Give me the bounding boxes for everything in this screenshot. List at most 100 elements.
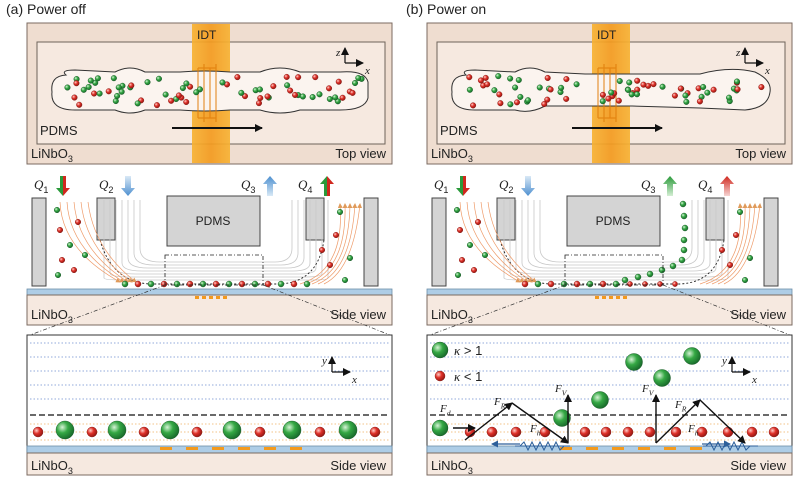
streamline xyxy=(533,200,699,266)
large-particle xyxy=(144,79,151,86)
zoom-region xyxy=(564,254,664,286)
small-particle xyxy=(314,426,326,438)
force-fr-label: FR xyxy=(674,399,687,413)
small-particle xyxy=(547,280,555,288)
large-particle xyxy=(682,92,689,99)
large-particle xyxy=(726,94,733,101)
small-particle xyxy=(183,98,190,105)
flow-line xyxy=(473,201,529,283)
small-particle xyxy=(257,95,264,102)
axis-y-label: y xyxy=(721,355,727,367)
pdms-label: PDMS xyxy=(440,123,478,138)
pdms-center-block xyxy=(166,195,261,247)
small-particle xyxy=(496,91,503,98)
small-particle xyxy=(746,426,758,438)
small-particle xyxy=(482,74,489,81)
legend-large: κ > 1 xyxy=(454,343,482,358)
large-particle xyxy=(251,280,259,288)
idt-electrode xyxy=(664,447,676,450)
large-particle xyxy=(337,208,344,215)
small-particle xyxy=(541,101,548,108)
large-particle xyxy=(85,84,92,91)
small-particle xyxy=(600,426,612,438)
axis-x-label: x xyxy=(751,374,757,386)
substrate-label: LiNbO3 xyxy=(431,458,473,476)
large-particle xyxy=(512,84,519,91)
outer-wall-right xyxy=(763,197,779,287)
large-particle xyxy=(81,251,88,258)
small-particle xyxy=(76,101,83,108)
streamline xyxy=(127,200,305,269)
flow-line xyxy=(299,203,343,285)
large-particle xyxy=(626,79,633,86)
view-label: Side view xyxy=(730,458,786,473)
large-particle xyxy=(332,94,339,101)
inner-wall-right xyxy=(305,197,325,241)
small-particle xyxy=(175,92,182,99)
small-particle xyxy=(335,78,342,85)
small-particle xyxy=(234,74,241,81)
small-particle xyxy=(497,100,504,107)
small-particle xyxy=(326,85,333,92)
idt-electrode xyxy=(612,447,624,450)
large-particle xyxy=(608,89,615,96)
flow-line xyxy=(699,203,743,285)
large-particle xyxy=(616,78,623,85)
outlet-flow-arrow xyxy=(663,176,677,196)
force-fh-label: Fh xyxy=(529,423,541,437)
large-particle xyxy=(147,280,155,288)
large-particle xyxy=(55,420,75,440)
large-particle xyxy=(634,91,641,98)
large-particle xyxy=(96,90,103,97)
large-particle xyxy=(173,280,181,288)
small-particle xyxy=(134,280,142,288)
small-particle xyxy=(734,86,741,93)
side-view: Q1Q2Q3Q4PDMSLiNbO3Side view xyxy=(26,176,393,336)
small-particle xyxy=(677,85,684,92)
large-particle xyxy=(162,91,169,98)
outlet-flow-arrow xyxy=(56,176,70,196)
large-particle xyxy=(183,80,190,87)
view-label: Top view xyxy=(735,146,786,161)
substrate-layer xyxy=(26,288,393,296)
small-particle xyxy=(73,80,80,87)
force-fr-label: FR xyxy=(493,396,506,410)
flow-line xyxy=(73,201,129,283)
small-particle xyxy=(486,426,498,438)
small-particle xyxy=(513,99,520,106)
large-particle xyxy=(64,84,71,91)
idt-label: IDT xyxy=(197,28,217,42)
small-particle xyxy=(191,426,203,438)
large-particle xyxy=(219,79,226,86)
large-particle xyxy=(659,83,666,90)
small-particle xyxy=(290,280,298,288)
large-particle xyxy=(683,347,701,365)
small-particle xyxy=(605,95,612,102)
small-particle xyxy=(484,81,491,88)
pdms-label: PDMS xyxy=(596,214,631,228)
flow-line xyxy=(305,203,348,285)
large-particle xyxy=(591,391,609,409)
flow-line xyxy=(480,201,533,283)
large-particle xyxy=(222,420,242,440)
large-particle xyxy=(225,280,233,288)
large-particle xyxy=(678,256,686,264)
small-particle xyxy=(292,91,299,98)
large-particle xyxy=(347,254,354,261)
small-particle xyxy=(91,90,98,97)
outlet-flow-arrow xyxy=(521,176,535,196)
small-particle xyxy=(696,98,703,105)
large-particle xyxy=(355,74,362,81)
small-particle xyxy=(57,226,64,233)
outer-wall-left xyxy=(431,197,447,287)
large-particle xyxy=(107,420,127,440)
outlet-label: Q2 xyxy=(99,177,113,195)
streamline xyxy=(109,200,323,278)
large-particle xyxy=(507,101,514,108)
small-particle xyxy=(319,246,326,253)
small-particle xyxy=(459,257,466,264)
